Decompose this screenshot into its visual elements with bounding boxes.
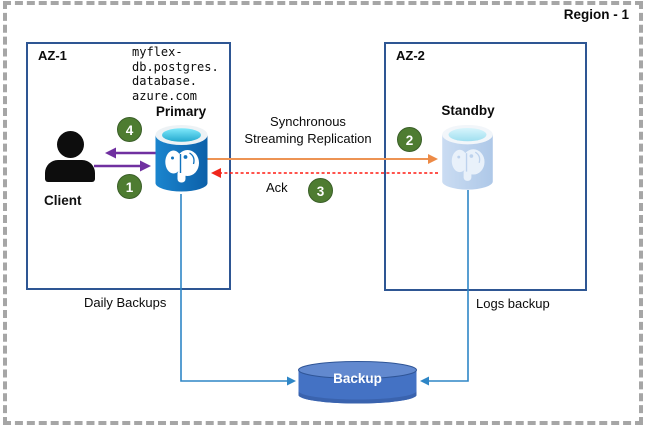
replication-label: Synchronous Streaming Replication: [244, 114, 372, 146]
region-label: Region - 1: [560, 7, 632, 22]
backup-label: Backup: [333, 371, 382, 386]
daily-backups-label: Daily Backups: [84, 295, 167, 310]
person-icon-body: [45, 160, 95, 182]
step-badge-2: 2: [397, 127, 422, 152]
postgresql-standby-icon: [442, 124, 493, 190]
az2-label: AZ-2: [396, 48, 425, 63]
region-boundary: [3, 1, 643, 425]
standby-label: Standby: [441, 103, 495, 118]
primary-label: Primary: [155, 104, 207, 119]
step-badge-3: 3: [308, 178, 333, 203]
step-badge-1: 1: [117, 174, 142, 199]
person-icon: [57, 131, 84, 158]
az1-boundary: AZ-1: [26, 42, 231, 290]
client-label: Client: [44, 193, 82, 208]
server-hostname: myflex- db.postgres. database. azure.com: [132, 45, 219, 103]
az1-label: AZ-1: [38, 48, 67, 63]
postgresql-primary-icon: [155, 125, 208, 192]
ack-label: Ack: [266, 180, 288, 195]
logs-backup-label: Logs backup: [476, 296, 550, 311]
az2-boundary: AZ-2: [384, 42, 587, 291]
step-badge-4: 4: [117, 117, 142, 142]
backup-database-icon: [298, 361, 417, 404]
